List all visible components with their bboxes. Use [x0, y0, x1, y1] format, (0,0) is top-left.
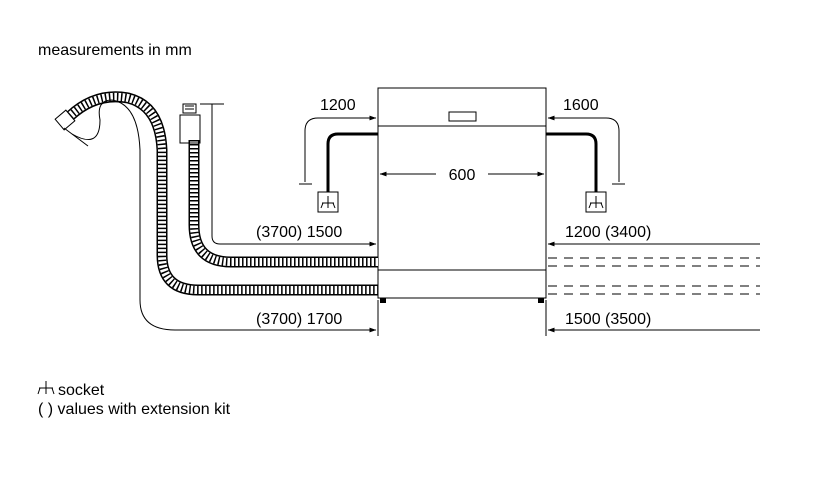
drain-hose [54, 91, 378, 296]
inlet-dimension-line [211, 104, 377, 247]
socket-icon-right [585, 191, 607, 213]
control-panel-display [448, 111, 477, 122]
cord-left-arrow [304, 115, 377, 182]
inlet-hose [188, 140, 378, 268]
legend-socket-label: socket [58, 382, 105, 399]
foot-right [538, 298, 544, 303]
drain-guide-line [71, 99, 376, 331]
legend-extension-label: ( ) values with extension kit [38, 401, 231, 418]
width-dimension: 600 [379, 167, 545, 184]
measurements-title: measurements in mm [38, 42, 192, 59]
width-label: 600 [449, 167, 476, 184]
cord-right-arrow [547, 115, 620, 182]
right-upper-label: 1200 (3400) [565, 224, 651, 241]
left-lower-label: (3700) 1700 [256, 311, 342, 328]
right-lower-label: 1500 (3500) [565, 311, 651, 328]
power-cord-left [326, 132, 378, 192]
water-tap-icon [179, 103, 224, 144]
left-upper-label: (3700) 1500 [256, 224, 342, 241]
cord-right-label: 1600 [563, 97, 599, 114]
socket-icon [37, 381, 55, 395]
dishwasher-outline [377, 87, 547, 299]
foot-left [380, 298, 386, 303]
socket-icon-left [317, 191, 339, 213]
legend: socket ( ) values with extension kit [37, 381, 231, 418]
dishwasher-appliance [377, 87, 547, 303]
hose-continuation-dashes [548, 257, 760, 295]
cord-left-label: 1200 [320, 97, 356, 114]
power-cord-right [546, 132, 598, 192]
